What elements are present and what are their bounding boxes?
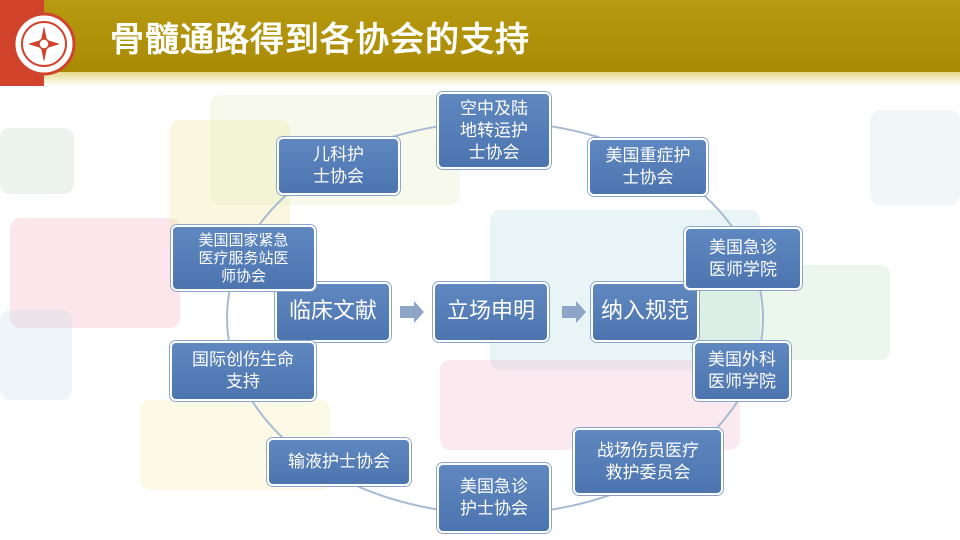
center-box-position: 立场申明 [433, 282, 549, 342]
bg-block [0, 310, 72, 400]
header-bar [0, 0, 960, 72]
org-box-critical-care-nurses: 美国重症护 士协会 [588, 138, 708, 196]
header-shadow [0, 72, 960, 86]
bg-block [10, 218, 180, 328]
page-title: 骨髓通路得到各协会的支持 [110, 20, 530, 60]
bg-block [0, 128, 74, 194]
hospital-logo-icon [12, 12, 76, 76]
bg-block [870, 110, 960, 205]
org-box-tccc: 战场伤员医疗 救护委员会 [573, 428, 723, 495]
arrow-right-icon [400, 301, 424, 323]
org-box-naemsp: 美国国家紧急 医疗服务站医 师协会 [171, 225, 316, 291]
header: 骨髓通路得到各协会的支持 [0, 0, 960, 86]
org-box-surgeons: 美国外科 医师学院 [693, 341, 791, 401]
org-box-infusion-nurses: 输液护士协会 [267, 438, 411, 486]
org-box-air-ground-transport-nurses: 空中及陆 地转运护 士协会 [437, 92, 551, 169]
center-box-guidelines: 纳入规范 [591, 282, 699, 342]
arrow-right-icon [562, 301, 586, 323]
org-box-itls: 国际创伤生命 支持 [170, 341, 316, 401]
org-box-emergency-physicians: 美国急诊 医师学院 [684, 227, 802, 290]
org-box-pediatric-nurses: 儿科护 士协会 [277, 137, 400, 195]
center-box-literature: 临床文献 [275, 282, 391, 342]
org-box-emergency-nurses: 美国急诊 护士协会 [437, 463, 551, 533]
